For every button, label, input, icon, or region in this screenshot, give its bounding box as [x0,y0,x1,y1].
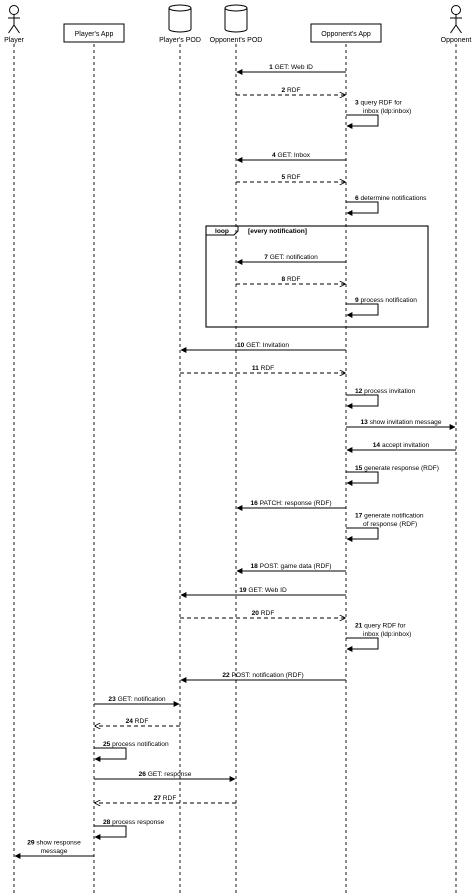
self-message-arrow [94,747,127,762]
database-icon [168,8,192,33]
message-label: 18 POST: game data (RDF) [251,563,332,570]
message-19: 19 GET: Web ID [180,587,346,598]
message-label: 9 process notification [355,297,417,304]
participant-name: Opponent's POD [210,37,263,44]
self-message-arrow [346,471,379,486]
message-label: 2 RDF [281,87,300,94]
message-label: 1 GET: Web ID [269,64,313,71]
participant-opponents_pod: Opponent's POD [210,4,263,44]
self-message-arrow [346,114,379,129]
message-label: 28 process response [103,819,165,826]
self-message-arrow [346,303,379,318]
loop-condition: [every notification] [248,228,307,235]
message-label: 8 RDF [281,276,300,283]
message-14: 14 accept invitation [346,442,456,453]
participant-name: Player [4,37,25,44]
loop-keyword: loop [215,228,229,235]
participant-opponent: Opponent [441,5,472,44]
participant-name: Player's POD [159,37,201,44]
message-10: 10 GET: Invitation [180,342,346,353]
message-label: 23 GET: notification [108,696,166,703]
participant-name: Opponent [441,37,472,44]
message-24: 24 RDF [95,718,180,726]
message-label: 16 PATCH: response (RDF) [250,500,331,507]
self-message-arrow [346,394,379,409]
message-9: 9 process notification [346,297,417,318]
message-label: 20 RDF [252,610,275,617]
message-label: 19 GET: Web ID [239,587,287,594]
message-1: 1 GET: Web ID [236,64,346,75]
self-message-arrow [346,201,379,216]
actor-icon [451,5,461,15]
message-label: 7 GET: notification [264,254,318,261]
participant-opponents_app: Opponent's App [310,23,382,43]
message-label: 24 RDF [126,718,149,725]
message-13: 13 show invitation message [346,419,456,430]
message-4: 4 GET: Inbox [236,152,346,163]
database-icon [224,8,248,33]
message-2: 2 RDF [236,87,345,95]
message-25: 25 process notification [94,741,169,762]
actor-icon [9,5,19,15]
message-label: 4 GET: Inbox [272,152,311,159]
participant-name: Player's App [75,31,114,38]
self-message-arrow [346,637,379,652]
message-label: 22 POST: notification (RDF) [222,672,303,679]
message-22: 22 POST: notification (RDF) [180,672,346,683]
message-8: 8 RDF [236,276,345,284]
message-label: 27 RDF [154,795,177,802]
message-label: 15 generate response (RDF) [355,465,439,472]
message-label: 6 determine notifications [355,195,427,202]
message-12: 12 process invitation [346,388,415,409]
message-label: 11 RDF [252,365,274,372]
message-5: 5 RDF [236,174,345,182]
message-27: 27 RDF [95,795,236,803]
message-20: 20 RDF [180,610,345,618]
message-label: 14 accept invitation [373,442,430,449]
message-11: 11 RDF [180,365,345,373]
message-16: 16 PATCH: response (RDF) [236,500,346,511]
loop-frame: loop [every notification] [205,225,429,328]
message-26: 26 GET: response [94,771,236,782]
self-message-arrow [346,527,379,542]
participant-players_pod: Player's POD [159,4,201,44]
message-label: 13 show invitation message [360,419,441,426]
message-label: 5 RDF [281,174,300,181]
message-18: 18 POST: game data (RDF) [236,563,346,574]
message-23: 23 GET: notification [94,696,180,707]
message-label: 10 GET: Invitation [237,342,289,349]
message-28: 28 process response [94,819,165,840]
message-7: 7 GET: notification [236,254,346,265]
self-message-arrow [94,825,127,840]
message-label: 26 GET: response [139,771,192,778]
participant-players_app: Player's App [63,23,125,43]
message-6: 6 determine notifications [346,195,427,216]
message-label: 25 process notification [103,741,169,748]
message-label: 12 process invitation [355,388,415,395]
message-15: 15 generate response (RDF) [346,465,439,486]
participant-player: Player [4,5,25,44]
participant-name: Opponent's App [321,31,371,38]
